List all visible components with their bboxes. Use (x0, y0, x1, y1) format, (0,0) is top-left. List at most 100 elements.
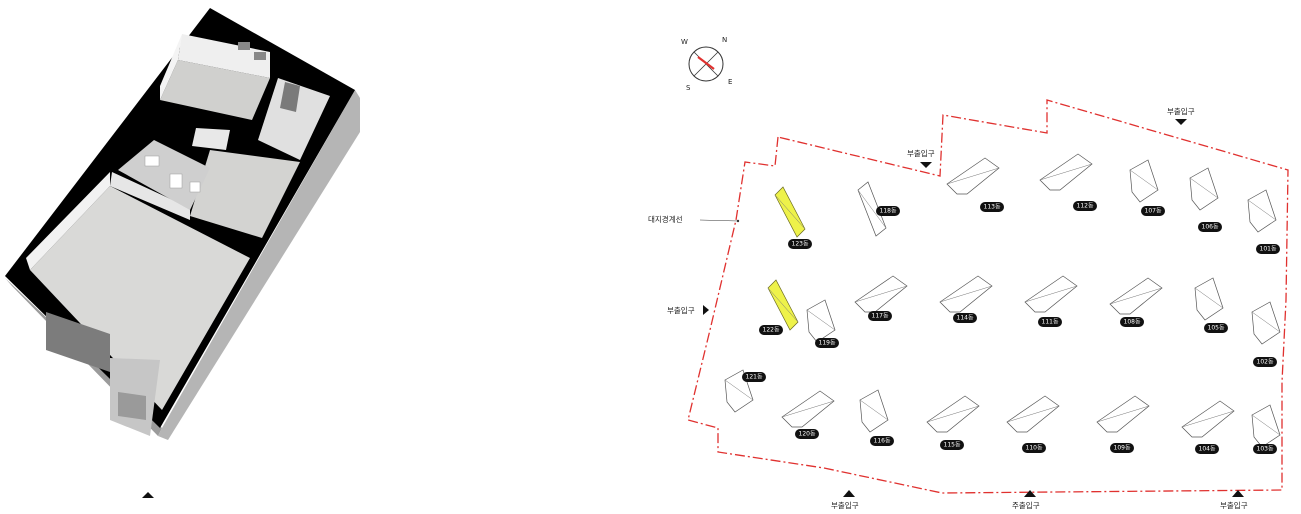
building-tag (1256, 244, 1280, 254)
living-room-floor (30, 186, 250, 410)
svg-text:주출입구: 주출입구 (1012, 500, 1040, 510)
building-119: 119동 (806, 299, 839, 348)
utility-room (192, 128, 230, 150)
building-label: 102동 (1257, 359, 1274, 366)
building-102: 102동 (1251, 301, 1281, 367)
building-tag (1253, 357, 1277, 367)
svg-text:W: W (681, 38, 688, 46)
svg-text:부출입구: 부출입구 (1167, 106, 1195, 116)
building-footprint (806, 299, 836, 343)
roof-line (1251, 311, 1281, 333)
roof-line (1039, 163, 1093, 181)
roof-line (1194, 287, 1224, 309)
building-116: 116동 (859, 389, 894, 446)
svg-text:부출입구: 부출입구 (1220, 500, 1248, 510)
building-label: 111동 (1042, 319, 1059, 326)
roof-line (1189, 177, 1219, 199)
building-label: 101동 (1260, 246, 1277, 253)
closet-door (280, 82, 300, 112)
building-104: 104동 (1181, 400, 1235, 454)
entrance-bottom-middle-marker: 주출입구 (1012, 490, 1040, 510)
wall-face (26, 172, 110, 270)
building-footprint (1194, 277, 1224, 321)
building-label: 112동 (1077, 203, 1094, 210)
entrance-bottom-left-marker: 부출입구 (831, 490, 859, 510)
building-label: 121동 (746, 374, 763, 381)
svg-text:부출입구: 부출입구 (907, 148, 935, 158)
building-label: 105동 (1208, 325, 1225, 332)
building-footprint (1247, 189, 1277, 233)
balcony-door (118, 392, 146, 420)
building-107: 107동 (1129, 159, 1165, 216)
bathroom-floor (118, 140, 210, 210)
building-106: 106동 (1189, 167, 1222, 232)
svg-text:S: S (686, 84, 691, 92)
roof-line (1251, 414, 1281, 436)
building-112: 112동 (1039, 153, 1097, 211)
building-114: 114동 (939, 275, 993, 323)
roof-line (857, 189, 887, 229)
building-label: 108동 (1124, 319, 1141, 326)
toilet-icon (169, 173, 183, 189)
building-tag (795, 429, 819, 439)
building-footprint (1129, 159, 1159, 203)
building-105: 105동 (1194, 277, 1228, 333)
building-tag (1198, 222, 1222, 232)
building-113: 113동 (946, 157, 1004, 212)
roof-line (767, 287, 799, 323)
arrow-down-icon (1175, 119, 1187, 125)
building-label: 114동 (957, 315, 974, 322)
sink-icon (189, 181, 201, 193)
arrow-up-icon (1024, 490, 1036, 497)
building-120: 120동 (781, 390, 835, 439)
building-footprint (1251, 404, 1281, 448)
bedroom-floor (160, 60, 270, 120)
building-footprint (1251, 301, 1281, 345)
compass-icon: W N E S (681, 36, 732, 92)
roof-line (1109, 287, 1163, 305)
building-tag (1204, 323, 1228, 333)
building-tag (870, 436, 894, 446)
site-plan: W N E S 대지경계선 부출입구 부출입구 부출입구 (142, 36, 1289, 498)
building-tag (1110, 443, 1134, 453)
building-tag (1195, 444, 1219, 454)
building-tag (1253, 444, 1277, 454)
building-tag (940, 440, 964, 450)
building-label: 109동 (1114, 445, 1131, 452)
building-tag (1022, 443, 1046, 453)
building-label: 110동 (1026, 445, 1043, 452)
site-boundary (687, 99, 1289, 494)
roof-line (806, 309, 836, 331)
entrance-bottom-right-marker: 부출입구 (1220, 490, 1248, 510)
exterior-side-wall-right (158, 90, 360, 440)
arrow-up-icon (843, 490, 855, 497)
building-label: 123동 (792, 241, 809, 248)
roof-line (1247, 199, 1277, 221)
building-103: 103동 (1251, 404, 1281, 454)
entrance-bottom-left (142, 492, 154, 498)
building-tag (1038, 317, 1062, 327)
building-label: 107동 (1145, 208, 1162, 215)
building-label: 118동 (880, 208, 897, 215)
roof-line (1096, 405, 1150, 423)
building-label: 120동 (799, 431, 816, 438)
building-footprint (859, 389, 889, 433)
closet-floor (258, 78, 330, 160)
wall-face (160, 34, 182, 100)
roof-line (781, 400, 835, 418)
building-tag (876, 206, 900, 216)
entrance-top-right: 부출입구 (1167, 106, 1195, 125)
building-tag (742, 372, 766, 382)
building-122: 122동 (759, 279, 799, 335)
building-label: 104동 (1199, 446, 1216, 453)
roof-line (774, 194, 806, 230)
arrow-right-icon (703, 305, 709, 315)
wall-face (178, 34, 270, 78)
building-label: 106동 (1202, 224, 1219, 231)
building-label: 119동 (819, 340, 836, 347)
svg-text:N: N (722, 36, 727, 44)
roof-line (946, 167, 1000, 185)
roof-line (859, 399, 889, 421)
